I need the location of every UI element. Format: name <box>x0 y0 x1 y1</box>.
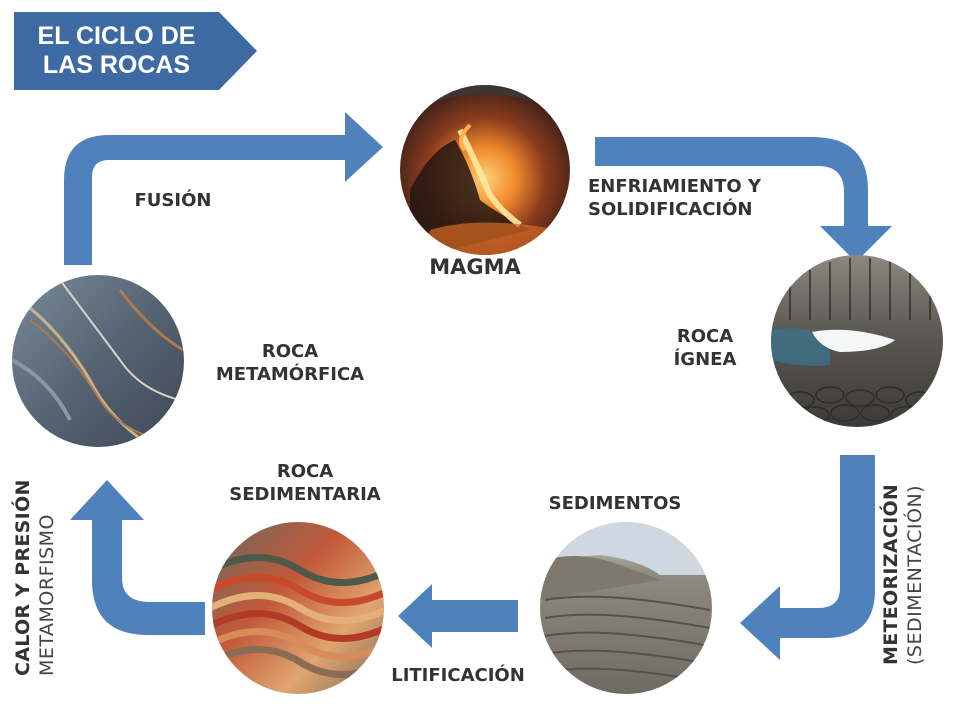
metamorphism-sub: METAMORFISMO <box>35 513 58 676</box>
arrow-weathering <box>740 455 875 660</box>
arrow-fusion <box>64 112 383 265</box>
metamorphic-label-line-1: ROCA <box>261 341 319 362</box>
arrow-lithification <box>398 584 518 648</box>
metamorphic-photo <box>12 275 184 447</box>
title-line-2: LAS ROCAS <box>42 51 191 79</box>
magma-photo <box>400 85 570 255</box>
cooling-label-line-2: SOLIDIFICACIÓN <box>588 199 753 221</box>
metamorphic-label: ROCA METAMÓRFICA <box>190 340 390 387</box>
metamorphic-label-line-2: METAMÓRFICA <box>215 364 365 386</box>
igneous-label-line-1: ROCA <box>676 326 734 347</box>
sedimentary-label-line-1: ROCA <box>276 461 334 482</box>
sediments-label: SEDIMENTOS <box>548 493 682 514</box>
page-title: EL CICLO DE LAS ROCAS <box>14 12 219 90</box>
arrow-metamorphism <box>70 480 205 635</box>
arrow-cooling <box>595 137 892 262</box>
igneous-label-line-2: ÍGNEA <box>673 349 737 371</box>
magma-label: MAGMA <box>429 255 521 279</box>
weathering-sub: (SEDIMENTACIÓN) <box>903 484 926 665</box>
weathering-label: METEORIZACIÓN (SEDIMENTACIÓN) <box>880 484 928 665</box>
igneous-label: ROCA ÍGNEA <box>650 325 760 372</box>
sedimentary-photo <box>212 522 384 694</box>
weathering-main: METEORIZACIÓN <box>880 483 902 665</box>
cooling-label-line-1: ENFRIAMIENTO Y <box>588 176 761 197</box>
metamorphism-label: CALOR Y PRESIÓN METAMORFISMO <box>12 479 60 676</box>
title-banner <box>14 12 257 90</box>
lithification-label: LITIFICACIÓN <box>391 665 525 686</box>
sedimentary-label: ROCA SEDIMENTARIA <box>200 460 410 507</box>
melting-label: FUSIÓN <box>134 190 212 211</box>
igneous-photo <box>771 255 943 427</box>
cooling-label: ENFRIAMIENTO Y SOLIDIFICACIÓN <box>588 175 818 222</box>
title-line-1: EL CICLO DE <box>37 22 196 51</box>
sedimentary-label-line-2: SEDIMENTARIA <box>229 484 381 506</box>
metamorphism-main: CALOR Y PRESIÓN <box>12 479 34 676</box>
sediments-photo <box>540 522 712 694</box>
